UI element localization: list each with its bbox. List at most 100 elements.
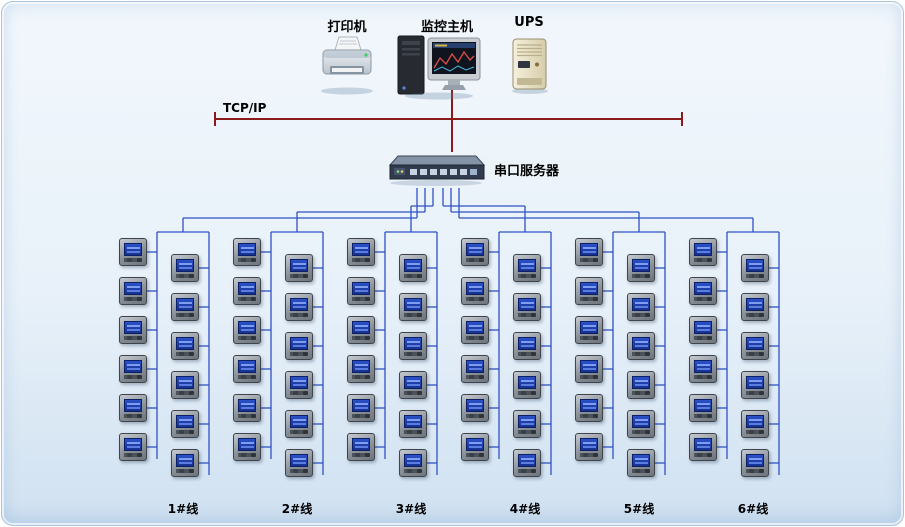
tcpip-bus-wires — [214, 90, 683, 152]
meter-screen — [632, 415, 650, 428]
tcpip-bus-label: TCP/IP — [223, 101, 267, 115]
power-meter — [233, 433, 261, 461]
meter-keys — [290, 313, 308, 317]
meter-screen — [352, 321, 370, 334]
meter-screen — [238, 438, 256, 451]
meter-screen — [404, 259, 422, 272]
meter-screen — [176, 337, 194, 350]
meter-screen — [466, 282, 484, 295]
meter-keys — [694, 258, 712, 262]
meter-keys — [746, 313, 764, 317]
meter-keys — [290, 469, 308, 473]
power-meter — [689, 355, 717, 383]
meter-screen — [632, 337, 650, 350]
meter-screen — [632, 259, 650, 272]
power-meter — [171, 293, 199, 321]
power-meter — [119, 433, 147, 461]
power-meter — [119, 277, 147, 305]
power-meter — [347, 238, 375, 266]
power-meter — [627, 449, 655, 477]
meter-keys — [238, 453, 256, 457]
meter-keys — [176, 469, 194, 473]
meter-screen — [290, 415, 308, 428]
meter-screen — [352, 360, 370, 373]
meter-keys — [746, 430, 764, 434]
meter-keys — [238, 297, 256, 301]
serial-server-label: 串口服务器 — [494, 164, 560, 179]
meter-screen — [238, 243, 256, 256]
meter-keys — [694, 453, 712, 457]
meter-screen — [404, 298, 422, 311]
meter-screen — [746, 259, 764, 272]
power-meter — [399, 332, 427, 360]
meter-keys — [518, 313, 536, 317]
meter-keys — [238, 336, 256, 340]
meter-keys — [176, 352, 194, 356]
power-meter — [461, 277, 489, 305]
ups-image — [508, 36, 552, 100]
line-label: 1#线 — [167, 502, 199, 516]
power-meter — [461, 355, 489, 383]
meter-keys — [632, 391, 650, 395]
power-meter — [627, 371, 655, 399]
power-meter — [741, 332, 769, 360]
meter-screen — [694, 282, 712, 295]
serial-server-icon — [388, 155, 486, 186]
power-meter — [627, 410, 655, 438]
meter-keys — [466, 414, 484, 418]
meter-screen — [694, 399, 712, 412]
meter-screen — [518, 298, 536, 311]
meter-screen — [694, 321, 712, 334]
power-meter — [119, 238, 147, 266]
power-meter — [689, 394, 717, 422]
meter-keys — [466, 375, 484, 379]
power-meter — [461, 433, 489, 461]
meter-keys — [580, 414, 598, 418]
meter-keys — [124, 336, 142, 340]
meter-keys — [518, 274, 536, 278]
line-label: 4#线 — [509, 502, 541, 516]
meter-keys — [352, 375, 370, 379]
meter-screen — [404, 454, 422, 467]
power-meter — [285, 410, 313, 438]
meter-screen — [176, 454, 194, 467]
meter-keys — [694, 336, 712, 340]
power-meter — [171, 332, 199, 360]
power-meter — [285, 332, 313, 360]
meter-keys — [124, 297, 142, 301]
meter-screen — [466, 321, 484, 334]
meter-screen — [746, 454, 764, 467]
power-meter — [689, 238, 717, 266]
power-meter — [575, 277, 603, 305]
power-meter — [233, 355, 261, 383]
power-meter — [461, 316, 489, 344]
power-meter — [285, 293, 313, 321]
meter-screen — [694, 243, 712, 256]
meter-screen — [580, 360, 598, 373]
meter-screen — [124, 360, 142, 373]
power-meter — [399, 449, 427, 477]
meter-keys — [632, 313, 650, 317]
power-meter — [513, 410, 541, 438]
power-meter — [513, 332, 541, 360]
meter-screen — [580, 243, 598, 256]
power-meter — [627, 332, 655, 360]
power-meter — [741, 254, 769, 282]
line-label: 6#线 — [737, 502, 769, 516]
meter-keys — [580, 453, 598, 457]
meter-screen — [176, 259, 194, 272]
meter-keys — [694, 375, 712, 379]
meter-screen — [124, 321, 142, 334]
meter-keys — [466, 297, 484, 301]
meter-keys — [124, 414, 142, 418]
meter-screen — [694, 360, 712, 373]
meter-keys — [124, 375, 142, 379]
meter-screen — [466, 243, 484, 256]
meter-keys — [466, 336, 484, 340]
power-meter — [285, 371, 313, 399]
meter-keys — [238, 375, 256, 379]
meter-screen — [290, 454, 308, 467]
meter-screen — [238, 399, 256, 412]
power-meter — [399, 371, 427, 399]
